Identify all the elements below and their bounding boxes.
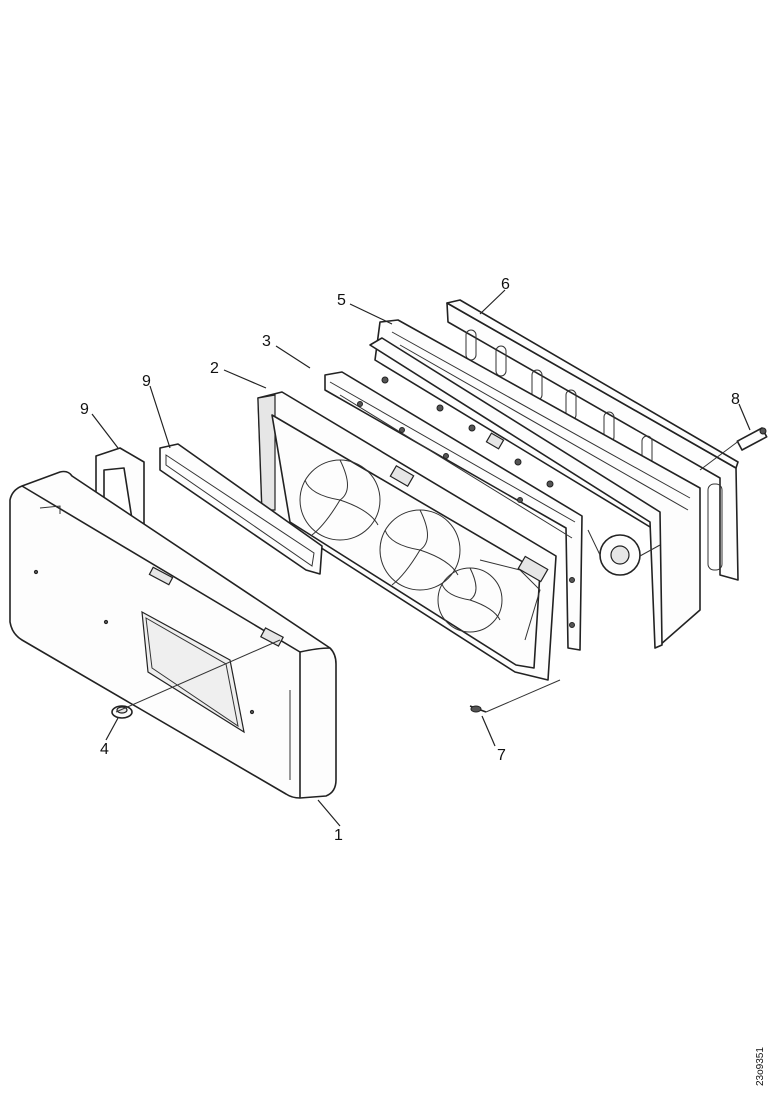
part-6-back-plate [446,299,739,581]
part-8-pin [736,427,768,451]
part-1-front-cover [9,470,337,799]
part-4-knob [111,705,133,719]
part-7-screw [469,705,487,713]
part-5-rear-housing [369,319,701,649]
callout-9-right: 9 [142,373,151,390]
fan-blade-left [299,459,381,541]
part-2-fan-casing [257,391,557,681]
callout-7: 7 [497,747,506,764]
part-9-gasket-strip [159,443,323,575]
callout-3: 3 [262,333,271,350]
assembly-lines [115,439,741,713]
callout-2: 2 [210,360,219,377]
callout-4: 4 [100,741,109,758]
leader-lines [91,289,751,827]
callout-9-left: 9 [80,401,89,418]
callout-8: 8 [731,391,740,408]
callout-1: 1 [334,827,343,844]
drawing-code: 23o9351 [755,1047,766,1086]
callout-6: 6 [501,276,510,293]
fan-blade-lower [437,567,503,633]
callout-5: 5 [337,292,346,309]
part-3-inner-frame [324,371,583,651]
fan-blade-right [379,509,461,591]
